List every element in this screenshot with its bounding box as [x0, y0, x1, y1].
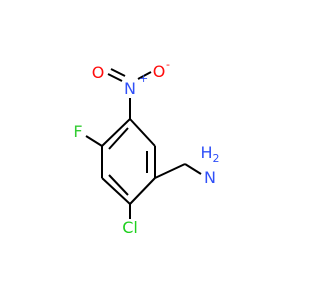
atom-label-fluorine: F [73, 122, 82, 141]
charge-plus-nitrogen: + [139, 72, 148, 85]
charge-minus-oxygen: - [166, 58, 170, 71]
ring-bond-c3-c4 [129, 177, 156, 205]
molecule-canvas: N + O O - F Cl N H2 [73, 58, 219, 237]
bond-nitro-n-o-double-a [107, 73, 123, 82]
bond-nitro-n-o-double-b [110, 68, 126, 77]
atom-label-nitro-oxygen-double: O [92, 63, 105, 82]
benzene-ring [101, 118, 156, 205]
bond-ch2-amine [184, 163, 202, 175]
amine-hydrogen-count: 2 [213, 152, 220, 165]
atom-label-nitro-nitrogen: N [124, 79, 136, 98]
amine-hydrogen-symbol: H [200, 143, 212, 162]
atom-label-amine-nitrogen: N [204, 168, 216, 187]
bond-c3-ch2 [154, 163, 186, 179]
bond-c6-fluorine [85, 135, 103, 147]
bond-nitro-n-o-single [137, 71, 152, 80]
ring-bond-c4-c5-inner [108, 174, 129, 196]
ring-bond-c6-c1 [101, 118, 131, 147]
structure-drawing: N + O O - F Cl N H2 [73, 58, 219, 237]
atom-label-chlorine: Cl [122, 218, 138, 237]
ring-bond-c4-c5 [101, 177, 131, 205]
ring-bond-c1-c2 [129, 118, 156, 147]
atom-label-nitro-oxygen-single: O [153, 62, 166, 81]
atom-label-amine-hydrogens: H2 [200, 143, 219, 165]
ring-bond-c6-c1-inner [108, 127, 129, 150]
